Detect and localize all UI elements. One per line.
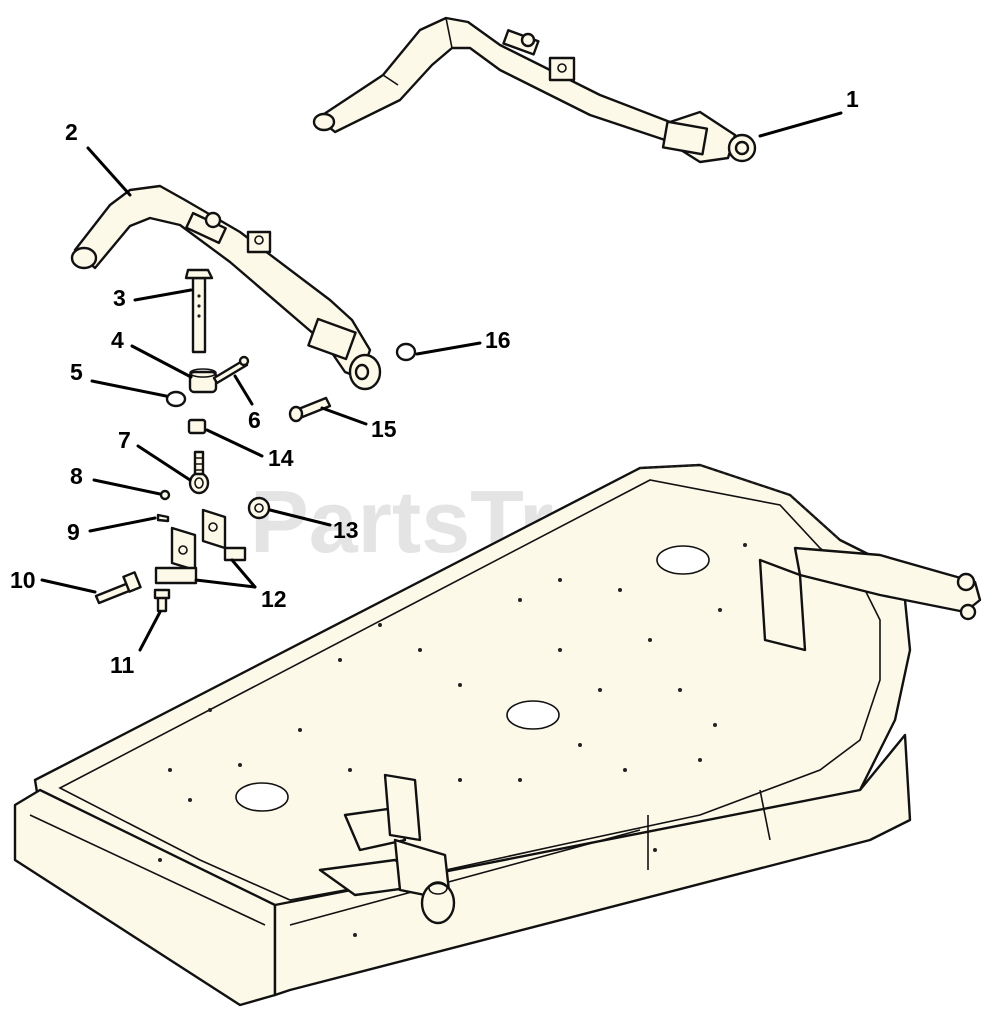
callout-2[interactable]: 2 [65,119,78,145]
part-10-bolt[interactable] [94,571,142,605]
callout-3[interactable]: 3 [113,285,126,311]
part-2-lift-arm[interactable] [70,184,382,391]
callout-15[interactable]: 15 [371,416,397,442]
part-15-clevis-pin[interactable] [288,396,332,423]
part-12-brackets[interactable] [154,508,247,585]
callout-labels: 1 2 3 4 5 6 7 8 9 10 11 12 13 14 15 16 [10,86,859,678]
mower-deck[interactable] [13,463,982,1007]
callout-11[interactable]: 11 [110,652,135,678]
callout-10[interactable]: 10 [10,567,36,593]
callout-7[interactable]: 7 [118,427,131,453]
callout-16[interactable]: 16 [485,327,511,353]
callout-9[interactable]: 9 [67,519,80,545]
part-7-eyebolt[interactable] [188,450,210,495]
part-3-pin[interactable] [184,268,214,354]
part-1-lift-arm[interactable] [312,16,757,164]
part-14-nut[interactable] [187,418,207,435]
callout-13[interactable]: 13 [333,517,359,543]
part-4-collar[interactable] [188,368,218,394]
callout-1[interactable]: 1 [846,86,859,112]
leader-lines [40,111,843,652]
callout-8[interactable]: 8 [70,463,83,489]
callout-5[interactable]: 5 [70,359,83,385]
part-11-screw[interactable] [153,588,171,613]
callout-6[interactable]: 6 [248,407,261,433]
callout-4[interactable]: 4 [111,327,124,353]
part-5-ring[interactable] [165,390,187,408]
callout-12[interactable]: 12 [261,586,287,612]
part-6-pin[interactable] [212,355,250,385]
part-8-nut[interactable] [159,489,171,501]
part-16-ring[interactable] [395,342,417,362]
part-9-pin[interactable] [156,513,170,523]
part-13-nut[interactable] [247,496,271,520]
callout-14[interactable]: 14 [268,445,294,471]
